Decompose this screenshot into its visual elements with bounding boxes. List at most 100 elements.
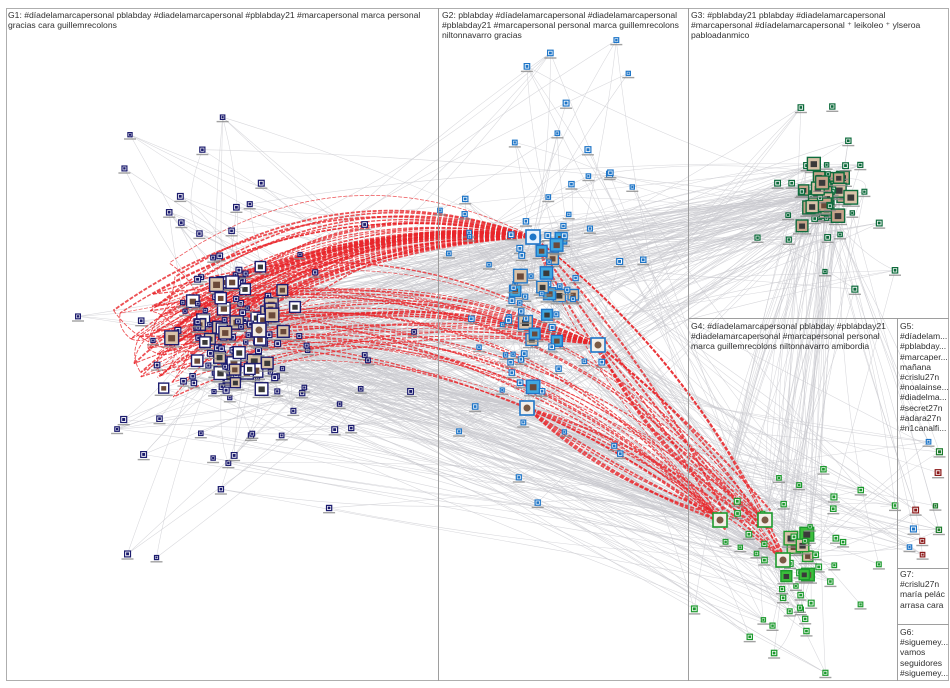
graph-node: [153, 415, 166, 425]
g1-label-line-1: G1: #díadelamarcapersonal pblabday #diad…: [8, 10, 421, 20]
graph-node: [547, 334, 566, 350]
edge-gray: [263, 321, 738, 502]
edge-gray: [832, 188, 914, 530]
edge-gray: [563, 235, 801, 608]
graph-node: [230, 295, 243, 305]
edge-gray: [526, 66, 557, 245]
edge-gray: [220, 488, 538, 507]
graph-node: [512, 474, 525, 483]
graph-node: [504, 358, 517, 368]
edge-gray: [244, 320, 784, 561]
edge-gray: [564, 235, 916, 511]
graph-node: [188, 354, 207, 370]
hub-node: [525, 229, 541, 245]
graph-node: [151, 361, 163, 371]
graph-node: [219, 363, 232, 372]
g7-label-line-1: G7:: [900, 569, 914, 579]
edge-gray: [304, 387, 801, 611]
graph-node: [117, 415, 130, 426]
graph-node: [829, 171, 848, 187]
graph-node: [793, 482, 806, 491]
edge-red: [172, 235, 534, 398]
graph-node: [613, 257, 626, 268]
edge-red: [526, 407, 721, 517]
edge-gray: [475, 406, 784, 561]
edge-red: [532, 236, 781, 555]
graph-node: [361, 357, 374, 366]
graph-node: [604, 169, 617, 179]
graph-node: [614, 450, 627, 460]
g3-label-line-3: pabloadanmico: [691, 30, 750, 41]
graph-node: [271, 340, 284, 350]
graph-node: [309, 269, 322, 278]
graph-node: [777, 594, 790, 604]
g5-label-line-2: #díadelam...: [900, 331, 948, 342]
graph-node: [465, 315, 478, 325]
graph-node: [199, 307, 212, 316]
graph-node: [824, 578, 837, 588]
graph-node: [207, 455, 220, 464]
graph-node: [230, 346, 249, 362]
edge-gray: [523, 107, 802, 423]
graph-node: [469, 403, 482, 413]
graph-node: [777, 500, 790, 510]
g5-label-line-1: G5:: [900, 321, 914, 331]
graph-node: [907, 525, 920, 535]
hub-node: [590, 337, 606, 353]
edge-red: [152, 288, 599, 346]
edge-red: [168, 227, 534, 347]
edge-gray: [719, 191, 832, 521]
g6-label-line-4: seguidores: [900, 657, 943, 668]
edge-gray: [258, 329, 757, 554]
graph-node: [473, 344, 486, 353]
edge-gray: [524, 353, 602, 363]
edge-gray: [547, 235, 896, 506]
edge-gray: [532, 236, 940, 453]
edge-gray: [829, 206, 896, 506]
graph-node: [768, 649, 781, 659]
edge-gray: [564, 431, 721, 521]
edge-red: [532, 236, 762, 527]
graph-node: [610, 37, 623, 46]
group-label-g3: G3: #pblabday21 pblabday #diadelamarcape…: [691, 10, 943, 42]
g5-label-line-4: #marcaper...: [900, 351, 948, 362]
graph-node: [929, 503, 942, 511]
graph-node: [782, 236, 795, 245]
graph-node: [817, 466, 830, 475]
graph-node: [524, 379, 543, 397]
edge-red: [152, 261, 599, 346]
edge-gray: [339, 403, 910, 548]
graph-node: [916, 551, 929, 560]
edge-gray: [209, 338, 787, 577]
graph-node: [545, 343, 558, 353]
graph-node: [508, 139, 521, 148]
graph-node: [541, 232, 554, 242]
edge-gray: [514, 142, 633, 188]
graph-node: [561, 286, 574, 296]
graph-node: [195, 336, 214, 351]
graph-node: [515, 356, 527, 365]
graph-node: [626, 184, 639, 192]
edge-red: [526, 407, 720, 522]
edge-gray: [202, 149, 825, 205]
edge-gray: [719, 519, 837, 539]
graph-node: [298, 384, 311, 393]
edge-gray: [524, 353, 790, 612]
graph-node: [216, 114, 229, 123]
graph-node: [519, 293, 532, 302]
graph-node: [531, 499, 544, 509]
graph-node: [731, 510, 744, 520]
graph-node: [220, 386, 233, 397]
group-label-g2: G2: pblabday #díadelamarcapersonal #diad…: [442, 10, 686, 42]
g5-label-line-11: #n1canalfi...: [900, 423, 947, 434]
edge-red: [532, 236, 770, 527]
edge-gray: [229, 375, 764, 621]
graph-node: [547, 237, 566, 255]
graph-node: [255, 179, 268, 189]
g4-label-line-2: #diadelamarcapersonal #marcapersonal per…: [691, 331, 880, 342]
edge-gray: [255, 165, 846, 342]
graph-node: [771, 179, 784, 189]
graph-node: [758, 540, 771, 550]
edge-gray: [156, 236, 534, 558]
edge-red: [158, 292, 766, 521]
